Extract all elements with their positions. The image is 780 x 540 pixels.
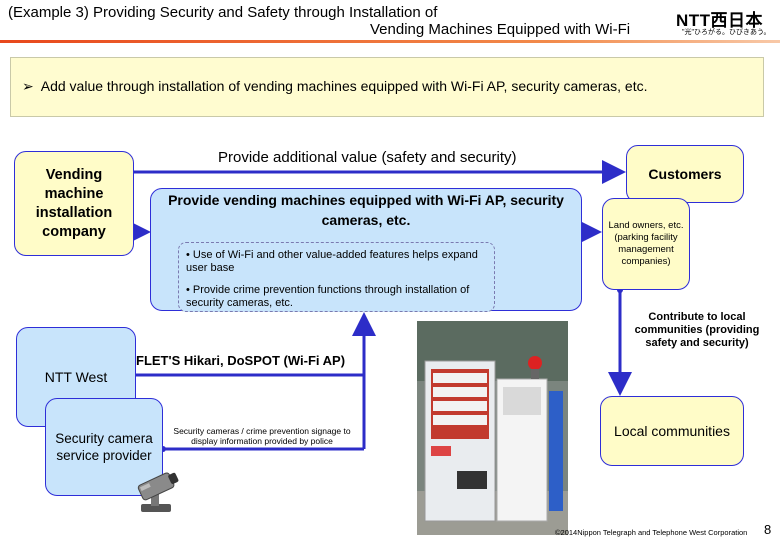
local-communities-label: Local communities (614, 423, 730, 439)
vending-machine-photo (417, 321, 568, 535)
center-title: Provide vending machines equipped with W… (168, 192, 564, 228)
vending-company-box: Vending machine installation company (14, 151, 134, 256)
customers-label: Customers (648, 166, 722, 182)
summary-label: Add value through installation of vendin… (40, 78, 648, 94)
local-communities-box: Local communities (600, 396, 744, 466)
ntt-west-logo: NTT西日本 (676, 11, 764, 30)
land-owners-box: Land owners, etc. (parking facility mana… (602, 198, 690, 290)
customers-box: Customers (626, 145, 744, 203)
security-camera-icon (137, 472, 179, 512)
land-owners-label: Land owners, etc. (parking facility mana… (608, 220, 684, 267)
feature-bullet-wifi: • Use of Wi-Fi and other value-added fea… (186, 249, 478, 274)
copyright: ©2014Nippon Telegraph and Telephone West… (555, 528, 748, 537)
summary-text: ➢ Add value through installation of vend… (22, 78, 647, 95)
slide-title-line2: Vending Machines Equipped with Wi-Fi (370, 21, 631, 38)
vending-company-label: Vending machine installation company (35, 166, 113, 240)
ntt-west-label: NTT West (44, 369, 108, 385)
security-provider-box: Security camera service provider (45, 398, 163, 496)
summary-banner (10, 57, 764, 117)
additional-value-label: Provide additional value (safety and sec… (218, 149, 517, 166)
security-provider-label: Security camera service provider (55, 431, 153, 463)
flets-label: FLET'S Hikari, DoSPOT (Wi-Fi AP) (136, 353, 346, 368)
logo-tagline: "光"ひろがる。ひびきあう。 (682, 29, 771, 36)
header-divider (0, 40, 780, 43)
security-note: Security cameras / crime prevention sign… (173, 426, 351, 446)
contribute-label: Contribute to local communities (providi… (634, 311, 760, 349)
feature-list-box (178, 242, 495, 312)
slide-title-line1: (Example 3) Providing Security and Safet… (8, 4, 438, 21)
feature-bullet-crime: • Provide crime prevention functions thr… (186, 284, 470, 309)
page-number: 8 (764, 522, 772, 537)
vending-machine-illustration (417, 321, 568, 535)
bullet-arrow-icon: ➢ (22, 78, 34, 94)
